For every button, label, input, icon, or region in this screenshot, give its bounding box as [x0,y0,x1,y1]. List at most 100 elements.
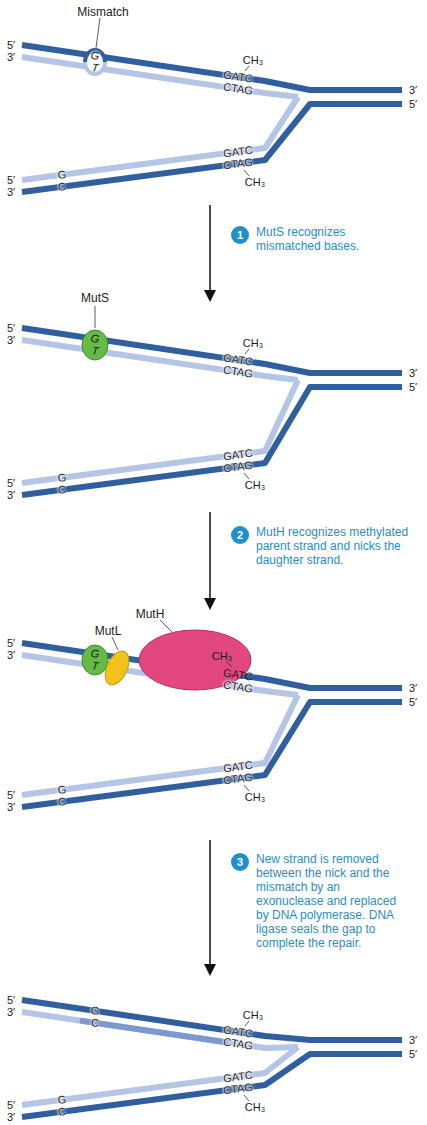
base-letter: G [57,169,67,181]
base-letter: T [91,62,99,74]
step-circle [231,853,249,871]
leader-line [112,637,118,650]
strand-end: 5′ [7,790,15,801]
base-letter: T [91,660,99,672]
base-letter: G [90,50,100,62]
strand-end: 5′ [7,175,15,186]
strand-end: 5′ [7,323,15,334]
strand-end: 5′ [409,99,417,110]
protein-label: MutH [136,608,165,620]
step-number: 1 [237,230,243,241]
strand-end: 5′ [7,478,15,489]
parent-strand [22,702,402,807]
step-circle [231,226,249,244]
strand-end: 3′ [409,368,417,379]
base-letter: C [57,484,66,496]
site-sequence: CTAG [222,81,253,96]
strand-end: 3′ [409,85,417,96]
protein-label: MutS [81,292,109,304]
strand-end: 5′ [7,995,15,1006]
methyl-label: CH₃ [245,177,265,188]
step-number: 3 [237,857,243,868]
strand-end: 5′ [409,697,417,708]
site-sequence: CTAG [222,679,253,694]
methyl-label: CH₃ [245,792,265,803]
base-letter: G [57,784,67,796]
strand-end: 3′ [7,187,15,198]
site-sequence: CTAG [223,1082,254,1097]
mismatch-bubble: MismatchGT [83,48,107,76]
leader-line [245,1021,249,1026]
base-letter: C [57,181,66,193]
leader-line [244,170,249,176]
muts-protein-body [82,330,108,360]
parent-strand-arc [85,50,105,62]
mutl-protein-outline [104,648,130,688]
base-letter: T [91,345,99,357]
daughter-strand-arc [85,62,105,74]
parent-strand [22,328,402,373]
strand-end: 3′ [7,1112,15,1123]
mutl-protein-body [100,647,133,688]
protein-label: MutL [95,625,122,637]
strand-end: 5′ [7,1100,15,1111]
arrow-head [204,964,216,976]
site-sequence: CTAG [222,1036,253,1051]
daughter-strand [22,97,298,180]
leader-line [245,66,249,71]
parent-strand [22,1054,402,1117]
strand-end: 3′ [7,335,15,346]
strand-end: 3′ [7,52,15,63]
step-marker: 1MutS recognizes mismatched bases. [231,226,249,244]
step-marker: 3New strand is removed between the nick … [231,853,249,871]
methyl-label: CH₃ [245,480,265,491]
methyl-label: CH₃ [243,55,263,66]
daughter-strand [22,380,298,483]
daughter-strand [22,695,298,795]
step-caption: MutS recognizes mismatched bases. [256,225,386,253]
repaired-segment [80,1021,228,1043]
parent-strand [22,45,402,90]
methyl-label: CH₃ [245,1102,265,1113]
strand-end: 5′ [7,40,15,51]
strand-end: 5′ [409,1049,417,1060]
leader-line [160,620,172,632]
arrow-head [204,598,216,610]
step-caption: New strand is removed between the nick a… [256,852,406,950]
base-letter: G [90,1005,100,1017]
arrow-head [204,290,216,302]
step-circle [231,526,249,544]
step-marker: 2MutH recognizes methylated parent stran… [231,526,249,544]
site-sequence: CTAG [223,772,254,787]
site-sequence: CTAG [222,364,253,379]
strand-end: 3′ [409,1035,417,1046]
leader-line [245,349,249,354]
base-letter: G [57,472,67,484]
strand-end: 5′ [7,638,15,649]
parent-strand [22,104,402,192]
site-sequence: CTAG [223,460,254,475]
site-sequence: CTAG [223,157,254,172]
base-letter: C [90,1017,99,1029]
mismatch-label: Mismatch [77,6,128,18]
parent-strand [22,1000,402,1040]
mutl-protein: MutL [104,648,130,688]
leader-line [95,306,96,328]
base-letter: C [57,796,66,808]
muts-protein: MutSGT [80,328,110,362]
strand-end: 3′ [7,650,15,661]
base-letter: G [57,1094,67,1106]
muts-protein-body [82,645,108,675]
leader-line [96,18,100,48]
step-arrow [209,205,211,292]
leader-line [244,785,249,791]
methyl-label: CH₃ [243,1010,263,1021]
step-number: 2 [237,530,243,541]
step-caption: MutH recognizes methylated parent strand… [256,525,424,567]
strand-end: 3′ [7,802,15,813]
base-letter: G [90,333,100,345]
step-arrow [209,512,211,600]
base-letter: G [90,648,100,660]
methyl-label: CH₃ [212,651,232,662]
